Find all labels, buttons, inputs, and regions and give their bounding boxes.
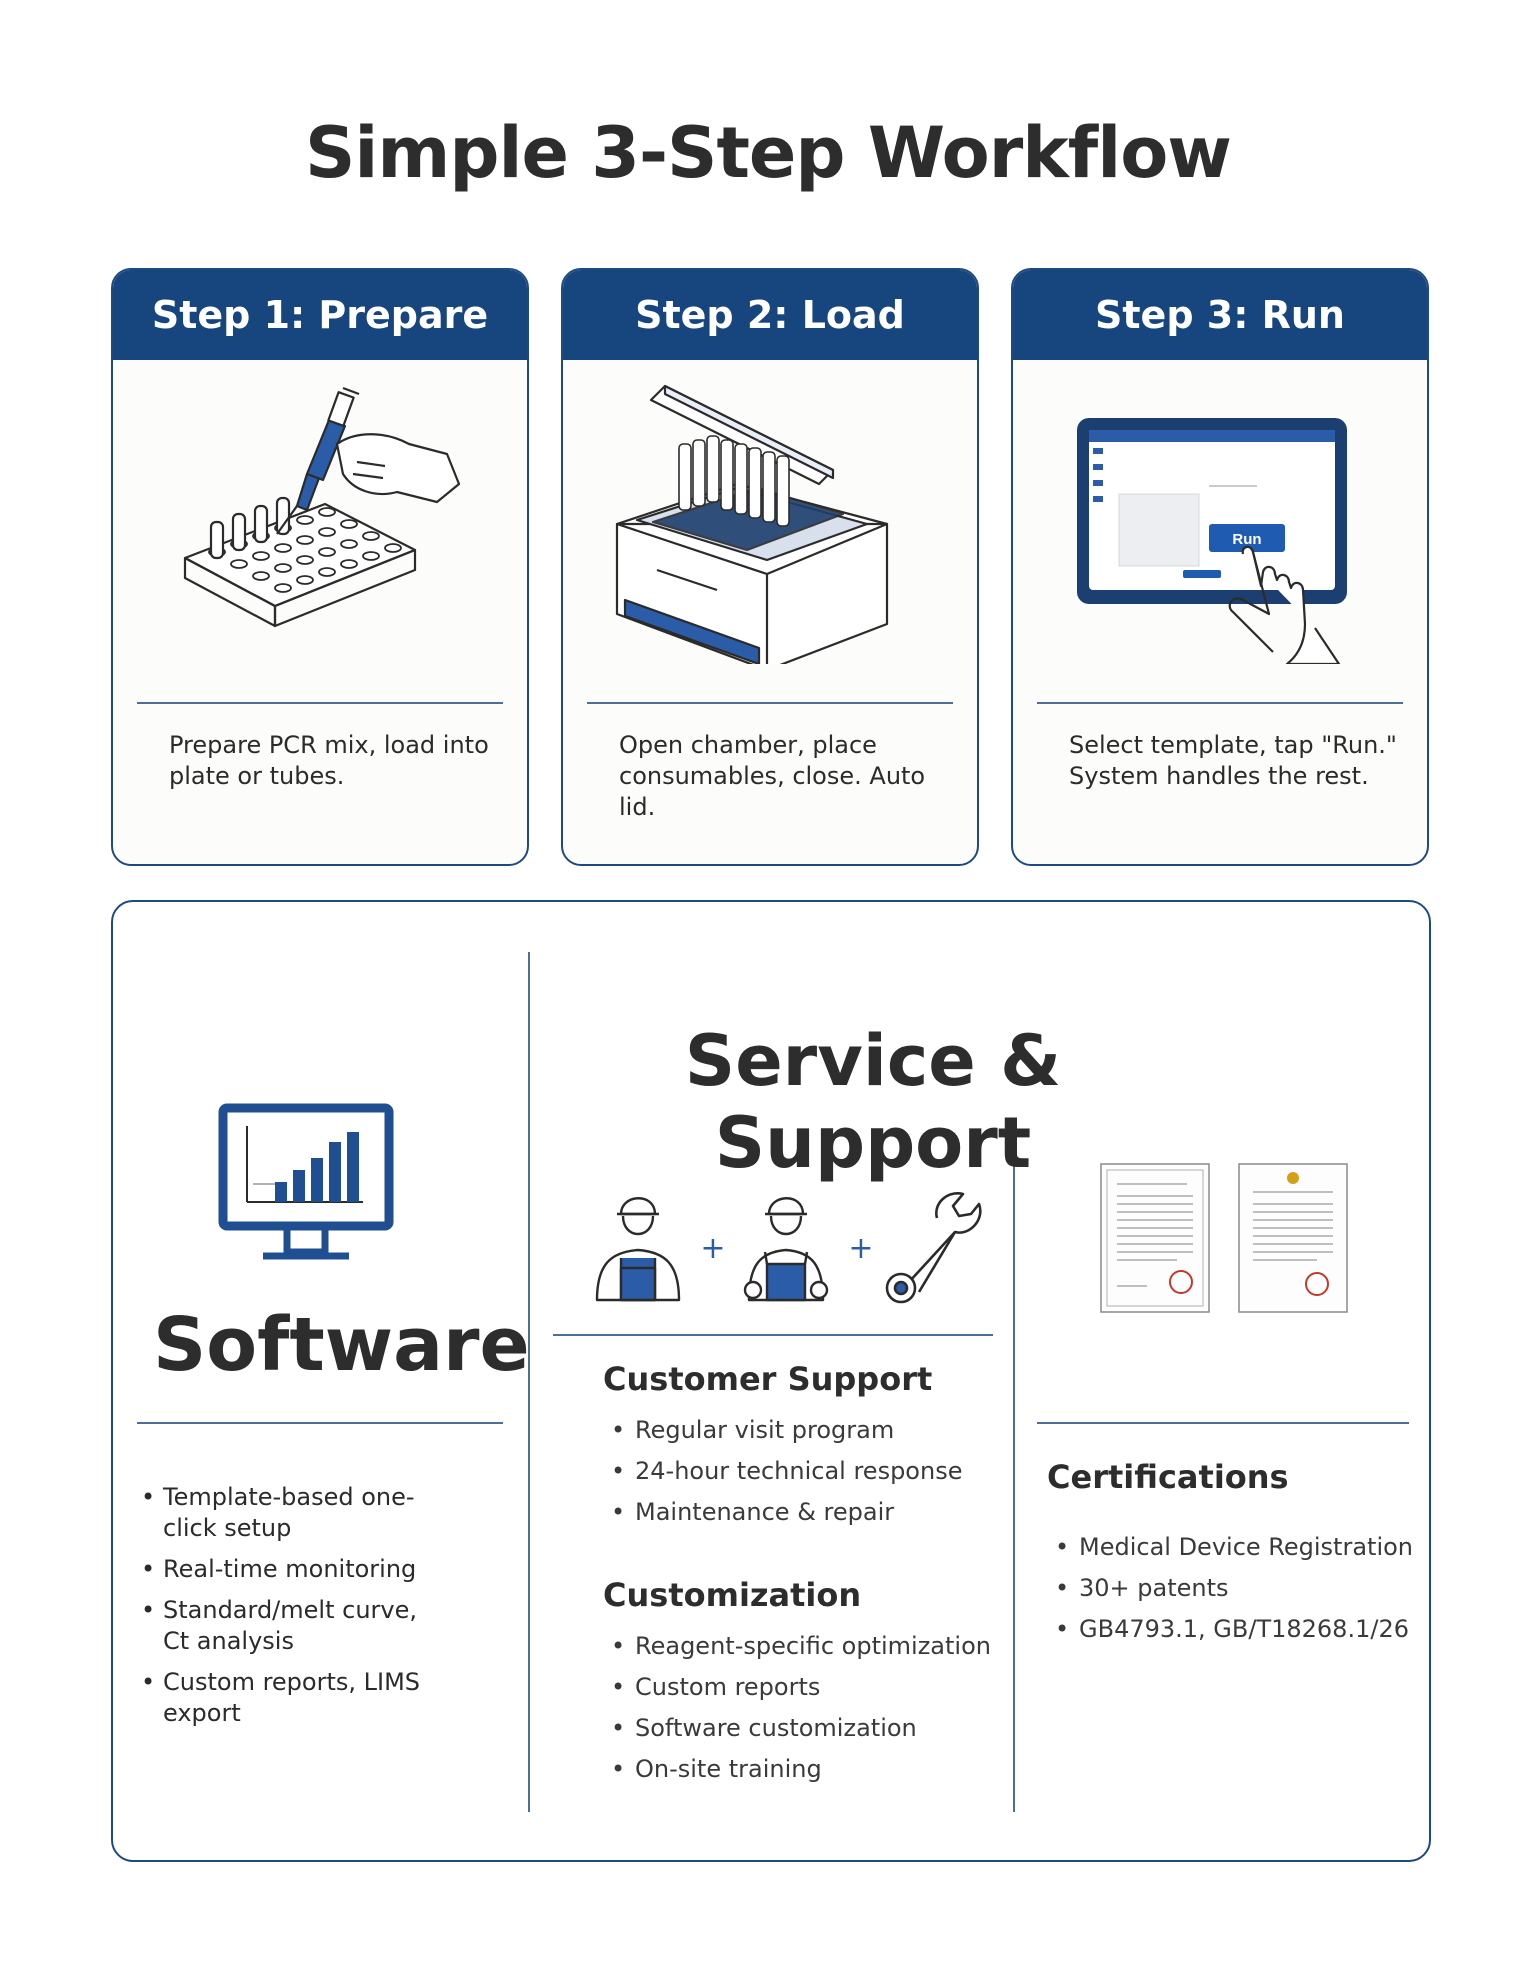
support-divider bbox=[553, 1334, 993, 1336]
step-card-prepare: Step 1: Prepare bbox=[111, 268, 529, 866]
step-divider bbox=[1037, 702, 1403, 704]
list-item: GB4793.1, GB/T18268.1/26 bbox=[1049, 1609, 1413, 1650]
list-item: Custom reports bbox=[605, 1667, 991, 1708]
step-description: Open chamber, place consumables, close. … bbox=[619, 731, 926, 821]
list-item: 30+ patents bbox=[1049, 1568, 1413, 1609]
certifications-list: Medical Device Registration 30+ patents … bbox=[1049, 1527, 1413, 1650]
customization-list: Reagent-specific optimization Custom rep… bbox=[605, 1626, 991, 1790]
software-title: Software bbox=[153, 1302, 530, 1388]
list-item: Template-based one-click setup bbox=[135, 1482, 435, 1544]
certifications-divider bbox=[1037, 1422, 1409, 1424]
step-divider bbox=[137, 702, 503, 704]
step-divider bbox=[587, 702, 953, 704]
monitor-bar-chart-icon bbox=[218, 1103, 394, 1260]
step-description: Prepare PCR mix, load into plate or tube… bbox=[169, 731, 489, 790]
list-item: Real-time monitoring bbox=[135, 1554, 435, 1585]
pipette-tube-rack-icon bbox=[183, 386, 461, 628]
plus-icon: + bbox=[848, 1231, 873, 1266]
software-feature-list: Template-based one-click setup Real-time… bbox=[135, 1482, 435, 1739]
list-item: On-site training bbox=[605, 1749, 991, 1790]
page-title: Simple 3-Step Workflow bbox=[305, 112, 1232, 194]
step-card-run: Step 3: Run Run Select template, tap "Ru… bbox=[1011, 268, 1429, 866]
touchscreen-run-icon: Run bbox=[1077, 418, 1347, 664]
column-divider bbox=[528, 952, 530, 1812]
customization-heading: Customization bbox=[603, 1576, 862, 1614]
plus-icon: + bbox=[700, 1231, 725, 1266]
step-title: Step 2: Load bbox=[563, 270, 977, 360]
list-item: Reagent-specific optimization bbox=[605, 1626, 991, 1667]
list-item: Maintenance & repair bbox=[605, 1492, 962, 1533]
customer-support-list: Regular visit program 24-hour technical … bbox=[605, 1410, 962, 1533]
list-item: Custom reports, LIMS export bbox=[135, 1667, 435, 1729]
software-service-panel: Software Template-based one-click setup … bbox=[111, 900, 1431, 1862]
list-item: Software customization bbox=[605, 1708, 991, 1749]
wrench-icon bbox=[885, 1192, 982, 1304]
certificate-documents-icon bbox=[1100, 1163, 1348, 1313]
customer-support-heading: Customer Support bbox=[603, 1360, 933, 1398]
service-title: Service & Support bbox=[684, 1020, 1062, 1184]
technician-icon bbox=[595, 1197, 681, 1302]
list-item: Standard/melt curve, Ct analysis bbox=[135, 1595, 435, 1657]
step-title: Step 3: Run bbox=[1013, 270, 1427, 360]
run-screen-button: Run bbox=[1232, 531, 1261, 548]
support-icons: + + bbox=[595, 1192, 982, 1304]
list-item: Medical Device Registration bbox=[1049, 1527, 1413, 1568]
step-title: Step 1: Prepare bbox=[113, 270, 527, 360]
software-divider bbox=[137, 1422, 503, 1424]
list-item: Regular visit program bbox=[605, 1410, 962, 1451]
column-divider bbox=[1013, 1152, 1015, 1812]
pcr-instrument-icon bbox=[615, 384, 889, 664]
certifications-heading: Certifications bbox=[1047, 1458, 1289, 1496]
step-card-load: Step 2: Load Open chamber, place consuma… bbox=[561, 268, 979, 866]
step-description: Select template, tap "Run." System handl… bbox=[1069, 731, 1397, 790]
list-item: 24-hour technical response bbox=[605, 1451, 962, 1492]
technician-icon bbox=[743, 1197, 829, 1302]
